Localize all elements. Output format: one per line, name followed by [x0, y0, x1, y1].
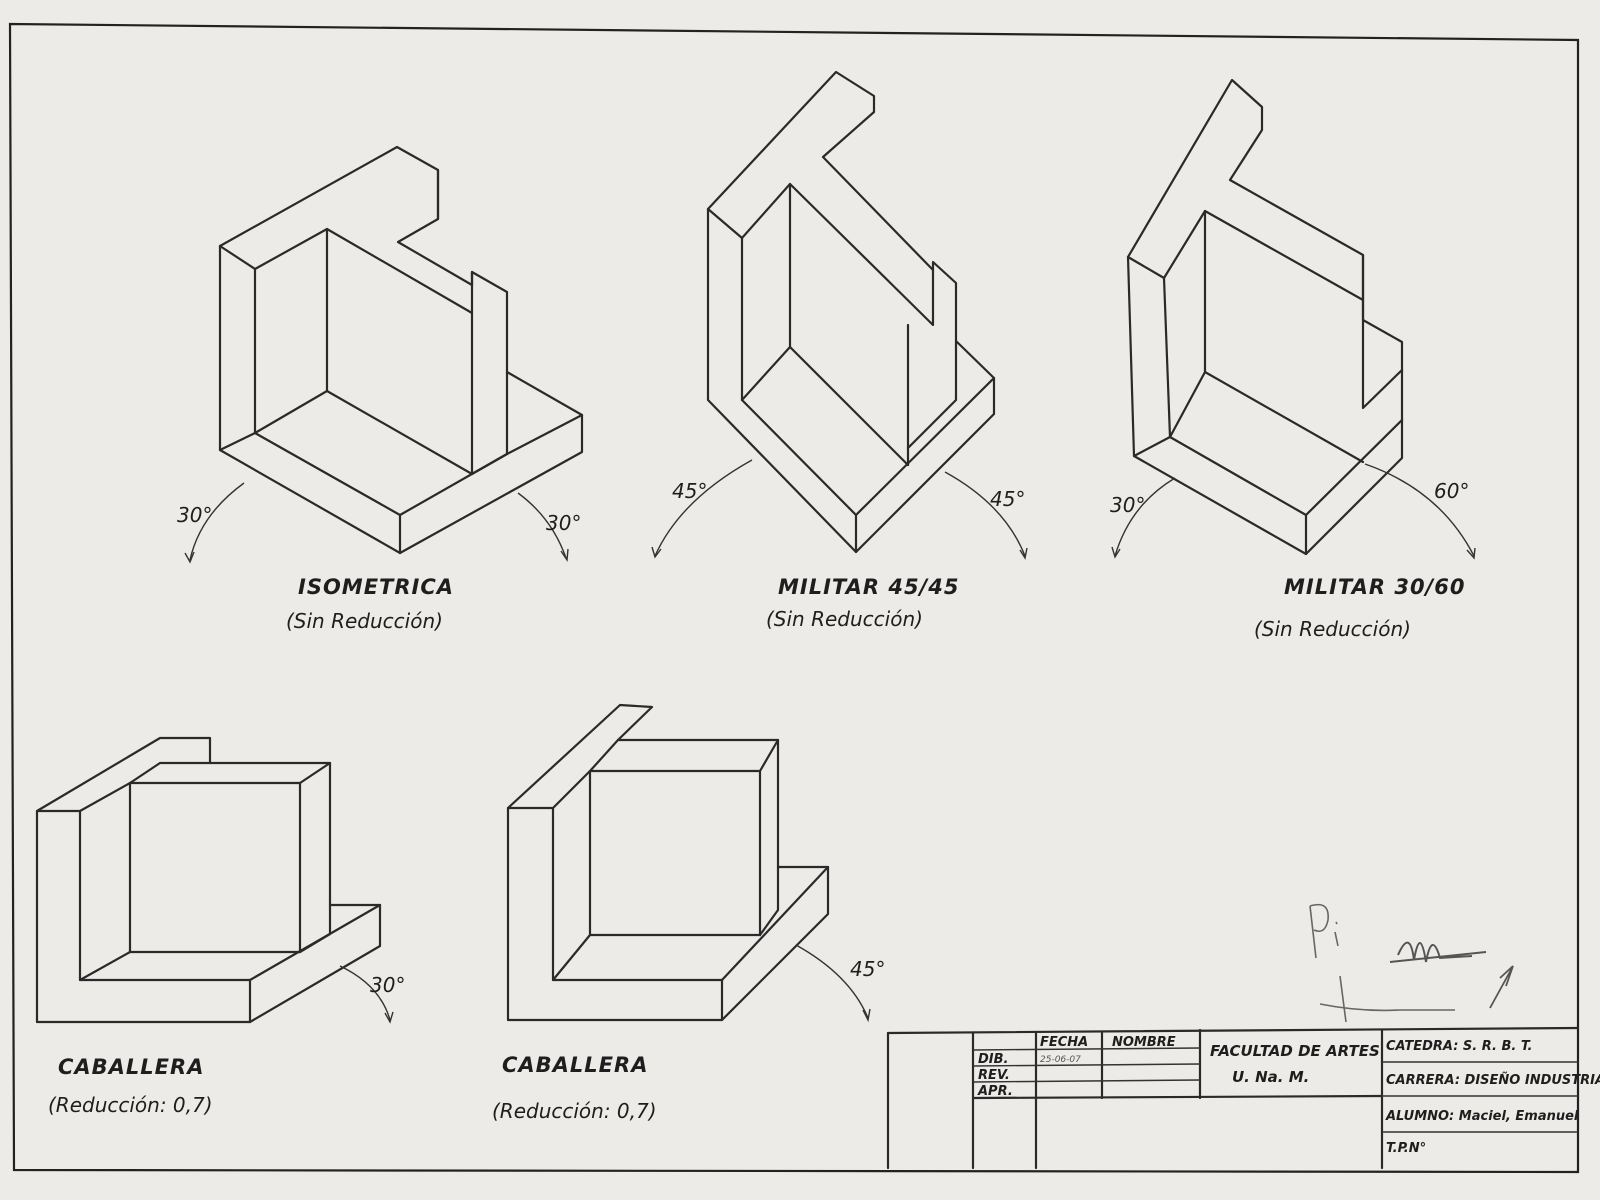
cavalier30-subtitle: (Reducción: 0,7) [48, 1093, 213, 1117]
military45-angle-right: 45° [990, 487, 1025, 511]
title-block-grid [886, 1026, 1580, 1170]
cavalier45-title: CABALLERA [502, 1053, 648, 1077]
military3060-angle-right: 60° [1434, 479, 1469, 503]
tb-tp: T.P.N° [1386, 1141, 1426, 1156]
military3060-subtitle: (Sin Reducción) [1254, 617, 1411, 641]
pencil-signature-marks [1309, 903, 1514, 1023]
cavalier-30-drawing [35, 736, 394, 1024]
military45-title: MILITAR 45/45 [778, 575, 959, 599]
isometric-angle-left: 30° [177, 503, 212, 527]
tb-row-rev: REV. [978, 1068, 1010, 1083]
military3060-angle-left: 30° [1110, 493, 1145, 517]
isometric-title: ISOMETRICA [298, 575, 454, 599]
military3060-title: MILITAR 30/60 [1284, 575, 1465, 599]
isometric-drawing [184, 145, 584, 564]
tb-carrera: CARRERA: DISEÑO INDUSTRIAL [1386, 1072, 1600, 1088]
tb-institution-2: U. Na. M. [1232, 1068, 1309, 1086]
tb-institution-1: FACULTAD DE ARTES [1210, 1042, 1380, 1060]
cavalier45-subtitle: (Reducción: 0,7) [492, 1099, 657, 1123]
tb-fecha-value: 25-06-07 [1040, 1055, 1081, 1065]
sheet-border [8, 22, 1580, 1174]
cavalier30-title: CABALLERA [58, 1055, 204, 1079]
cavalier45-angle: 45° [850, 957, 885, 981]
military45-angle-left: 45° [672, 479, 707, 503]
tb-alumno: ALUMNO: Maciel, Emanuel [1385, 1109, 1579, 1124]
tb-col-nombre: NOMBRE [1112, 1035, 1176, 1050]
tb-col-fecha: FECHA [1040, 1035, 1088, 1050]
military-3060-drawing [1111, 78, 1476, 560]
cavalier30-angle: 30° [370, 973, 405, 997]
military-45-drawing [651, 70, 1028, 560]
isometric-subtitle: (Sin Reducción) [286, 609, 443, 633]
tb-row-dib: DIB. [978, 1052, 1008, 1067]
isometric-angle-right: 30° [546, 511, 581, 535]
tb-row-apr: APR. [977, 1084, 1013, 1099]
military45-subtitle: (Sin Reducción) [766, 607, 923, 631]
cavalier-45-drawing [506, 703, 871, 1023]
tb-catedra: CATEDRA: S. R. B. T. [1386, 1039, 1532, 1054]
